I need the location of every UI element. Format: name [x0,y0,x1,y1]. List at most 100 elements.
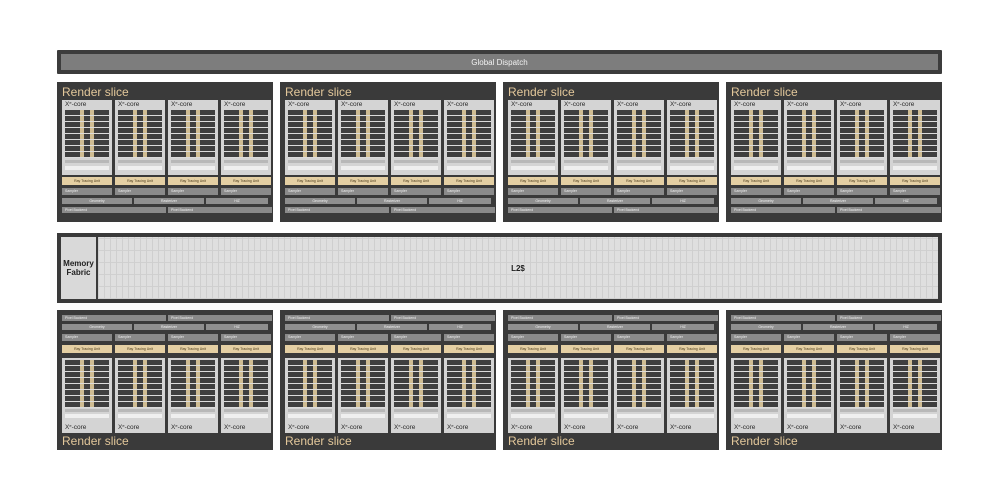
ray-tracing-unit: Ray Tracing Unit [667,345,717,353]
xe-load-store [65,409,109,412]
xe-cache-tlb [617,166,661,170]
pixel-backend-block: Pixel Backend [285,315,389,321]
ray-tracing-unit: Ray Tracing Unit [784,345,834,353]
xe-core-label: Xe-core [893,424,914,432]
global-dispatch-label: Global Dispatch [471,57,528,67]
xe-core-label-suffix: -core [400,424,416,431]
xe-core-label-base: X [787,424,792,431]
xe-core-label: Xe-core [670,424,691,432]
xe-cache-tlb [787,166,831,170]
xe-vector-engine-array [171,110,215,158]
xe-core-label: Xe-core [734,101,755,109]
sampler-block: Sampler [784,334,834,341]
sampler-block: Sampler [168,188,218,195]
ray-tracing-unit: Ray Tracing Unit [508,345,558,353]
global-dispatch-bar: Global Dispatch [61,54,938,70]
xe-core-label-suffix: -core [676,101,692,108]
xe-core-label: Xe-core [840,424,861,432]
xe-cache-tlb [118,414,162,418]
xe-vector-engine-array [118,360,162,408]
xe-core-label-base: X [787,101,792,108]
xe-core-label-sup: e [844,423,847,428]
xe-core-label-base: X [394,101,399,108]
geometry-block: Geometry [285,198,355,204]
xe-core: Xe-core [391,100,441,175]
render-slice-title: Render slice [62,85,129,99]
ray-tracing-unit: Ray Tracing Unit [115,345,165,353]
xe-core-label-suffix: -core [793,424,809,431]
xe-core: Xe-core [62,358,112,433]
xe-core-label: Xe-core [617,424,638,432]
ray-tracing-unit: Ray Tracing Unit [168,345,218,353]
sampler-block: Sampler [731,334,781,341]
xe-core-label-sup: e [621,100,624,105]
xe-core-label-sup: e [345,423,348,428]
xe-vector-engine-array [840,110,884,158]
xe-core: Xe-core [837,100,887,175]
xe-core-label-sup: e [515,423,518,428]
xe-cache-tlb [893,166,937,170]
hiz-block: HiZ [206,324,268,330]
xe-load-store [118,409,162,412]
xe-cache-tlb [840,166,884,170]
pixel-backend-block: Pixel Backend [508,315,612,321]
ray-tracing-unit: Ray Tracing Unit [221,177,271,185]
xe-load-store [65,160,109,163]
geometry-block: Geometry [508,324,578,330]
xe-core-label: Xe-core [341,424,362,432]
xe-core-label-sup: e [515,100,518,105]
xe-core-label-base: X [840,424,845,431]
xe-core: Xe-core [614,358,664,433]
xe-core-label-base: X [564,101,569,108]
xe-core-label-suffix: -core [124,101,140,108]
sampler-block: Sampler [62,334,112,341]
xe-vector-engine-array [447,360,491,408]
xe-core-label-sup: e [897,423,900,428]
ray-tracing-unit: Ray Tracing Unit [561,177,611,185]
rasterizer-block: Rasterizer [134,324,204,330]
xe-core-label-base: X [617,424,622,431]
xe-core-label-suffix: -core [177,101,193,108]
hiz-block: HiZ [652,198,714,204]
xe-core-label-sup: e [345,100,348,105]
xe-vector-engine-array [734,360,778,408]
pixel-backend-block: Pixel Backend [731,315,835,321]
xe-vector-engine-array [341,360,385,408]
ray-tracing-unit: Ray Tracing Unit [837,345,887,353]
xe-load-store [394,409,438,412]
global-dispatch-block: Global Dispatch [57,50,942,74]
ray-tracing-unit: Ray Tracing Unit [508,177,558,185]
ray-tracing-unit: Ray Tracing Unit [890,177,940,185]
xe-core-label: Xe-core [447,101,468,109]
xe-core: Xe-core [391,358,441,433]
pixel-backend-block: Pixel Backend [285,207,389,213]
xe-vector-engine-array [224,360,268,408]
ray-tracing-unit: Ray Tracing Unit [731,345,781,353]
ray-tracing-unit: Ray Tracing Unit [614,345,664,353]
xe-core-label: Xe-core [65,101,86,109]
xe-load-store [171,160,215,163]
xe-load-store [511,160,555,163]
xe-core: Xe-core [338,358,388,433]
xe-core-label-suffix: -core [230,101,246,108]
xe-cache-tlb [893,414,937,418]
xe-cache-tlb [341,166,385,170]
xe-core-label-base: X [893,424,898,431]
xe-load-store [564,160,608,163]
xe-vector-engine-array [511,110,555,158]
rasterizer-block: Rasterizer [803,324,873,330]
xe-core-label-sup: e [175,100,178,105]
xe-load-store [447,160,491,163]
xe-cache-tlb [224,414,268,418]
ray-tracing-unit: Ray Tracing Unit [391,345,441,353]
xe-core-label: Xe-core [893,101,914,109]
xe-cache-tlb [617,414,661,418]
xe-core-label: Xe-core [171,424,192,432]
xe-vector-engine-array [564,110,608,158]
xe-core-label-sup: e [122,100,125,105]
xe-cache-tlb [734,166,778,170]
render-slice-title: Render slice [285,434,352,448]
sampler-block: Sampler [614,188,664,195]
xe-cache-tlb [447,414,491,418]
